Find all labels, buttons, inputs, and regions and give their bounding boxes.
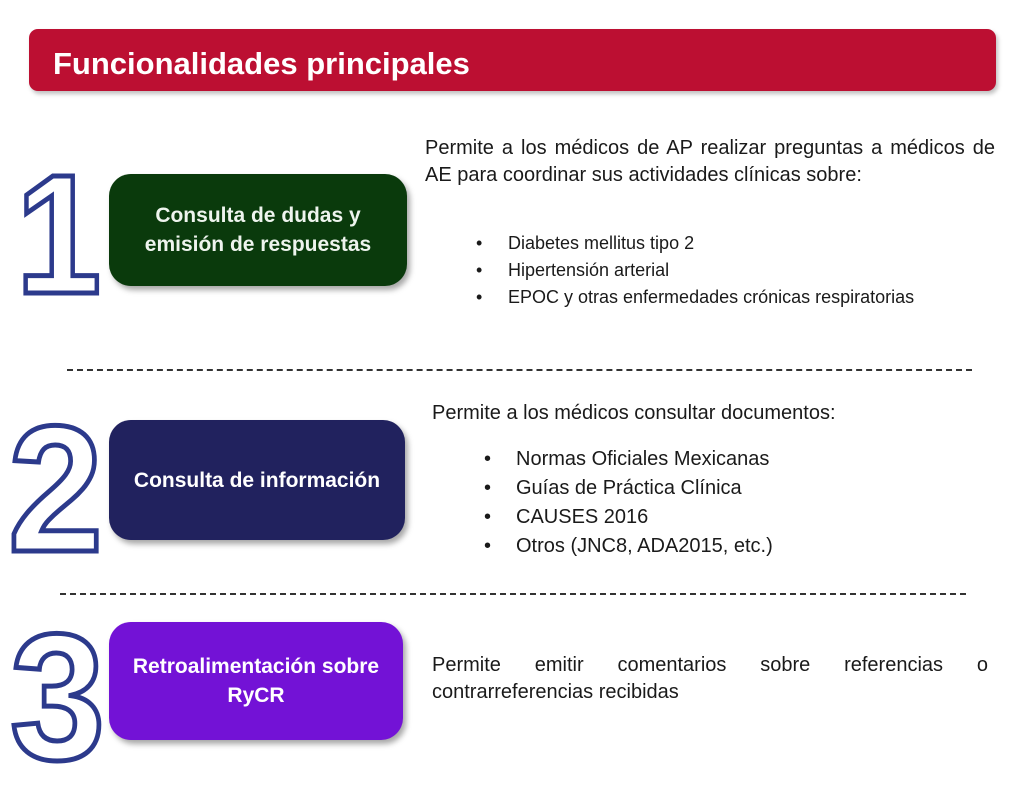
row-1-bullet-list: •Diabetes mellitus tipo 2 •Hipertensión … [476,230,995,311]
row-3-description: Permite emitir comentarios sobre referen… [432,654,988,703]
bullet-icon: • [484,448,492,470]
list-item: •Diabetes mellitus tipo 2 [476,230,995,257]
list-item: •Otros (JNC8, ADA2015, etc.) [484,532,884,561]
list-item: •CAUSES 2016 [484,503,884,532]
row-2-box: Consulta de información [109,420,405,540]
row-3-box-label: Retroalimentación sobre RyCR [132,655,380,707]
row-2-description: Permite a los médicos consultar document… [432,402,836,424]
slide-title: Funcionalidades principales [53,46,470,81]
bullet-icon: • [484,535,492,557]
row-1-box-label: Consulta de dudas y emisión de respuesta… [144,204,372,256]
divider [60,593,966,595]
list-item: •EPOC y otras enfermedades crónicas resp… [476,284,995,311]
list-item: •Hipertensión arterial [476,257,995,284]
row-1-box: Consulta de dudas y emisión de respuesta… [109,174,407,286]
row-2-bullet-list: •Normas Oficiales Mexicanas •Guías de Pr… [484,445,884,561]
list-item: •Normas Oficiales Mexicanas [484,445,884,474]
list-item: •Guías de Práctica Clínica [484,474,884,503]
row-2-number: 2 [6,389,106,590]
bullet-icon: • [484,506,492,528]
row-3-box: Retroalimentación sobre RyCR [109,622,403,740]
bullet-icon: • [484,477,492,499]
divider [67,369,972,371]
row-1-description: Permite a los médicos de AP realizar pre… [425,137,995,186]
bullet-icon: • [476,287,483,307]
row-1-number: 1 [14,140,104,330]
title-bar [29,29,996,91]
row-2-box-label: Consulta de información [133,468,381,492]
row-3-number: 3 [8,597,108,798]
bullet-icon: • [476,260,483,280]
bullet-icon: • [476,233,483,253]
